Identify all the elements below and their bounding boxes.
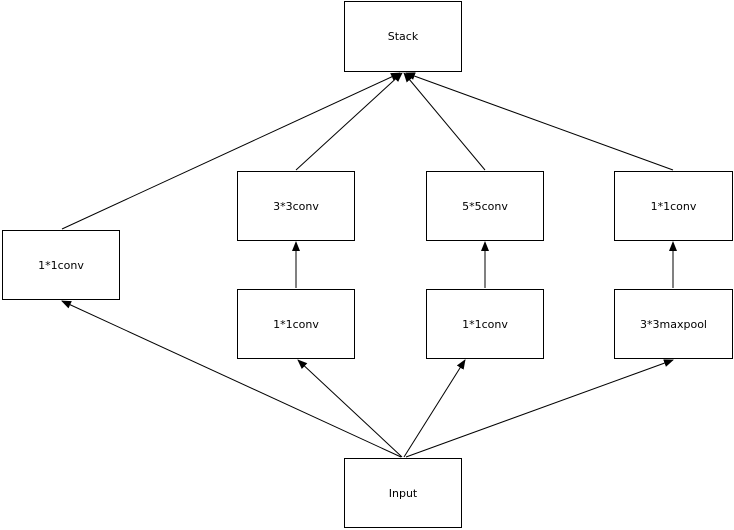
edge-conv5x5-to-stack	[403, 72, 486, 171]
edge-conv1x1-right-to-stack	[405, 72, 674, 171]
reduce5x5-node: 1*1conv	[426, 289, 544, 359]
reduce3x3-node: 1*1conv	[237, 289, 355, 359]
input-node: Input	[344, 458, 462, 528]
conv5x5-node: 5*5conv	[426, 171, 544, 241]
maxpool-node: 3*3maxpool	[614, 289, 733, 359]
conv1x1-left-node: 1*1conv	[2, 230, 120, 300]
conv1x1-right-node: 1*1conv	[614, 171, 733, 241]
edge-input-to-conv1x1-left	[61, 300, 402, 458]
stack-label: Stack	[387, 30, 419, 43]
conv5x5-label: 5*5conv	[462, 199, 508, 213]
conv3x3-label: 3*3conv	[273, 199, 319, 213]
edge-input-to-reduce5x5	[403, 359, 466, 458]
conv1x1-right-label: 1*1conv	[650, 199, 697, 213]
edge-input-to-reduce3x3	[297, 359, 403, 458]
edge-conv3x3-to-stack	[295, 72, 403, 171]
stack-node: Stack	[344, 1, 462, 72]
reduce3x3-label: 1*1conv	[273, 317, 319, 331]
conv1x1-left-label: 1*1conv	[38, 258, 84, 272]
edge-input-to-maxpool	[405, 359, 674, 458]
maxpool-label: 3*3maxpool	[640, 317, 707, 331]
conv3x3-node: 3*3conv	[237, 171, 355, 241]
edge-conv1x1-left-to-stack	[61, 72, 401, 230]
reduce5x5-label: 1*1conv	[462, 317, 508, 331]
input-label: Input	[388, 486, 418, 500]
